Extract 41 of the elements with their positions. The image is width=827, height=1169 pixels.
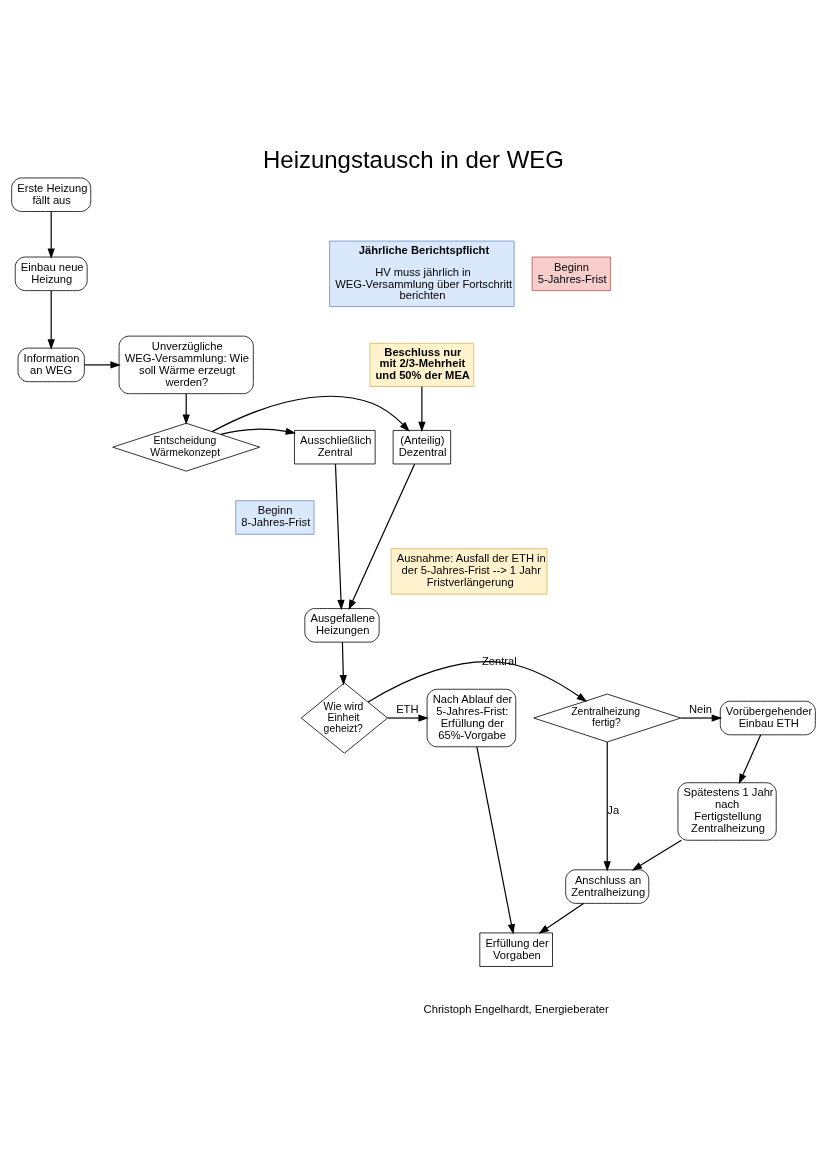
node-box: Beginn 8-Jahres-Frist — [235, 499, 315, 535]
node-diamond: Wie wird Einheit geheizt? — [300, 681, 388, 754]
label: Christoph Engelhardt, Energieberater — [423, 1002, 609, 1015]
edge-label: ETH — [396, 702, 419, 715]
node-box: Vorübergehender Einbau ETH — [719, 700, 816, 735]
arrow — [47, 289, 55, 350]
arrow — [334, 462, 345, 610]
node-box: Ausnahme: Ausfall der ETH in der 5-Jahres-Frist --> 1 Jahr Fristverlängerung — [390, 547, 548, 595]
node-box: Jährliche Berichtspflicht HV muss jährlich in WEG-Versammlung über Fortschritt berichten — [329, 240, 515, 307]
arrow — [538, 902, 585, 934]
arrow — [47, 210, 55, 259]
diagram-title: Heizungstausch in der WEG — [263, 145, 564, 173]
arrow — [476, 745, 515, 935]
node-box: Spätestens 1 Jahr nach Fertigstellung Zentralheizung — [677, 781, 777, 841]
node-box: Ausgefallene Heizungen — [304, 607, 380, 642]
arrow — [367, 660, 588, 703]
node-box: Beschluss nur mit 2/3-Mehrheit und 50% der MEA — [369, 342, 475, 387]
arrow — [348, 462, 416, 610]
node-box: Nach Ablauf der 5-Jahres-Frist: Erfüllung der 65%-Vorgabe — [426, 688, 517, 747]
arrow — [680, 713, 723, 722]
node-box: Anschluss an Zentralheizung — [565, 868, 650, 904]
node-box: Information an WEG — [17, 347, 85, 382]
edge-label: Nein — [689, 702, 712, 715]
node-box: (Anteilig) Dezentral — [392, 429, 452, 464]
arrow — [211, 395, 410, 432]
arrow — [220, 427, 297, 435]
node-diamond: Entscheidung Wärmekonzept — [112, 422, 261, 472]
node-box: Ausschließlich Zentral — [294, 429, 376, 464]
node-box: Erste Heizung fällt aus — [11, 177, 92, 212]
arrow — [339, 641, 347, 685]
arrow — [418, 385, 426, 432]
arrow — [631, 839, 683, 871]
arrow — [738, 733, 762, 784]
node-box: Unverzügliche WEG-Versammlung: Wie soll Wärme erzeugt werden? — [118, 335, 254, 394]
node-box: Beginn 5-Jahres-Frist — [531, 256, 611, 291]
arrow — [83, 360, 121, 369]
arrow — [182, 392, 190, 425]
node-box: Erfüllung der Vorgaben — [479, 932, 553, 967]
arrow — [387, 713, 429, 722]
arrow — [603, 740, 611, 872]
node-box: Einbau neue Heizung — [14, 256, 88, 291]
